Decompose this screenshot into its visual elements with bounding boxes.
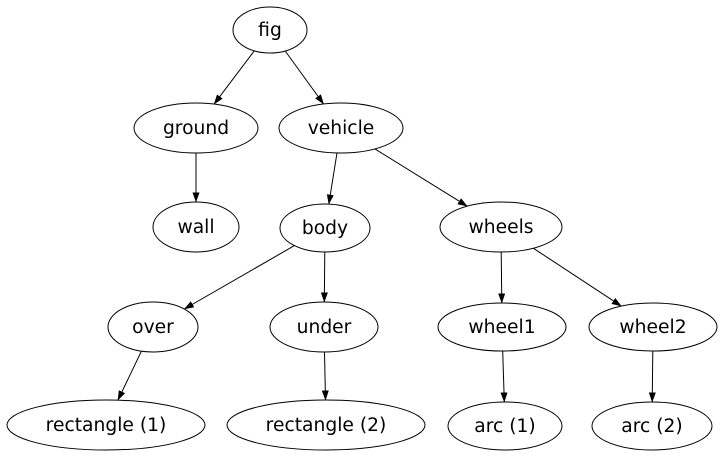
edge-wheels-wheel1 bbox=[498, 251, 506, 304]
node-wheels: wheels bbox=[439, 201, 563, 253]
node-wheel2: wheel2 bbox=[588, 302, 718, 352]
node-over: over bbox=[107, 301, 199, 353]
node-ellipse-arc2 bbox=[591, 401, 713, 451]
edge-vehicle-wheels bbox=[374, 148, 468, 207]
node-label-vehicle: vehicle bbox=[308, 118, 375, 139]
node-arc2: arc (2) bbox=[591, 401, 713, 451]
node-arc1: arc (1) bbox=[447, 401, 563, 451]
edges-layer bbox=[117, 50, 656, 403]
node-ellipse-arc1 bbox=[447, 401, 563, 451]
node-label-arc2: arc (2) bbox=[621, 416, 682, 437]
node-vehicle: vehicle bbox=[278, 102, 404, 154]
node-label-wheel2: wheel2 bbox=[619, 317, 686, 338]
node-ellipse-wheel1 bbox=[437, 302, 567, 352]
edge-vehicle-body bbox=[326, 152, 338, 205]
node-ellipse-rectangle1 bbox=[6, 399, 206, 451]
node-label-body: body bbox=[302, 218, 348, 239]
edge-under-rectangle2 bbox=[321, 351, 329, 401]
node-rectangle1: rectangle (1) bbox=[6, 399, 206, 451]
node-ellipse-vehicle bbox=[278, 102, 404, 154]
edge-fig-ground bbox=[213, 50, 255, 105]
node-ground: ground bbox=[133, 102, 259, 154]
node-label-wheels: wheels bbox=[468, 217, 533, 238]
node-under: under bbox=[269, 301, 379, 353]
node-wall: wall bbox=[152, 201, 240, 253]
edge-wheel1-arc1 bbox=[500, 350, 508, 403]
node-ellipse-wheels bbox=[439, 201, 563, 253]
edge-fig-vehicle bbox=[284, 50, 325, 105]
node-ellipse-wheel2 bbox=[588, 302, 718, 352]
node-fig: fig bbox=[232, 6, 308, 54]
node-rectangle2: rectangle (2) bbox=[226, 399, 426, 451]
node-ellipse-over bbox=[107, 301, 199, 353]
nodes-layer: fig ground vehicle wall body wheels over under w… bbox=[6, 6, 718, 451]
edge-body-over bbox=[183, 245, 295, 310]
node-label-rectangle1: rectangle (1) bbox=[46, 415, 167, 436]
node-label-wheel1: wheel1 bbox=[468, 317, 535, 338]
node-ellipse-fig bbox=[232, 6, 308, 54]
node-ellipse-under bbox=[269, 301, 379, 353]
node-label-ground: ground bbox=[163, 118, 229, 139]
node-label-fig: fig bbox=[258, 20, 282, 41]
node-ellipse-ground bbox=[133, 102, 259, 154]
edge-body-under bbox=[320, 251, 328, 303]
node-ellipse-rectangle2 bbox=[226, 399, 426, 451]
edge-wheel2-arc2 bbox=[648, 350, 656, 403]
node-label-wall: wall bbox=[177, 217, 214, 238]
node-label-over: over bbox=[132, 317, 174, 338]
edge-over-rectangle1 bbox=[117, 350, 142, 401]
node-label-arc1: arc (1) bbox=[474, 416, 535, 437]
edge-wheels-wheel2 bbox=[533, 247, 622, 307]
node-label-under: under bbox=[297, 317, 352, 338]
node-ellipse-body bbox=[279, 203, 371, 253]
node-body: body bbox=[279, 203, 371, 253]
node-wheel1: wheel1 bbox=[437, 302, 567, 352]
node-ellipse-wall bbox=[152, 201, 240, 253]
node-label-rectangle2: rectangle (2) bbox=[266, 415, 387, 436]
